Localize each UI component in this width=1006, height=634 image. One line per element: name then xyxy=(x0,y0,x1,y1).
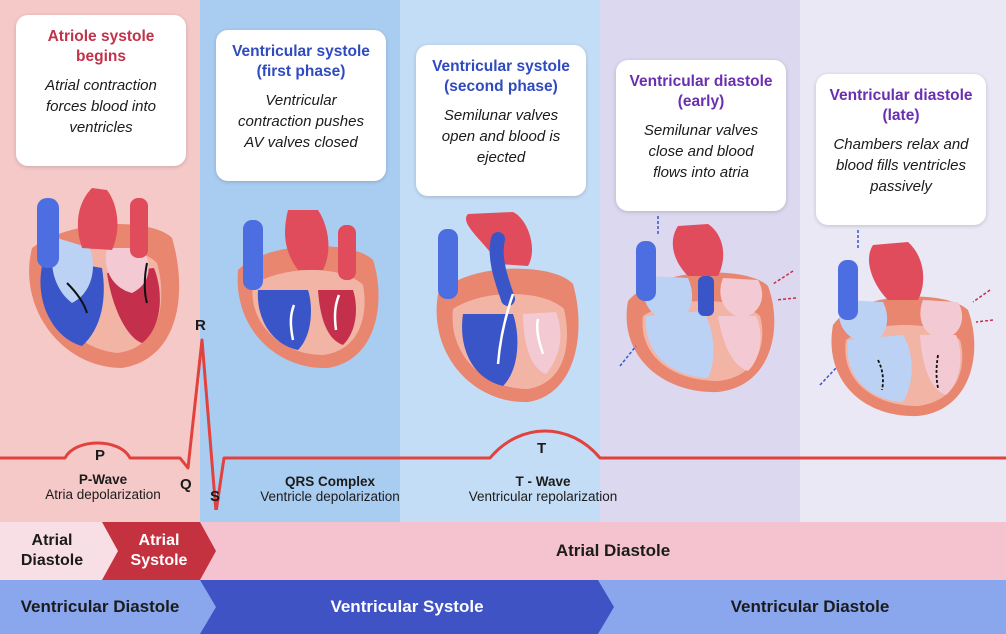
phase-description: Semilunar valves close and blood flows i… xyxy=(643,122,759,181)
phase-title: Atriole systole begins xyxy=(47,28,155,65)
ventricular-row-shapes xyxy=(0,580,1006,634)
q-label: Q xyxy=(180,476,192,493)
atrial-diastole-left: Atrial Diastole xyxy=(20,532,84,569)
p-wave-description: Atria depolarization xyxy=(45,487,161,502)
p-label: P xyxy=(95,447,106,464)
atrial-diastole-right: Atrial Diastole xyxy=(555,541,671,560)
ventricular-systole: Ventricular Systole xyxy=(330,597,484,616)
phase-title: Ventricular systole (first phase) xyxy=(232,43,370,80)
t-label: T xyxy=(537,440,547,457)
ventricular-diastole-right: Ventricular Diastole xyxy=(730,597,890,616)
p-wave-title: P-Wave xyxy=(78,472,128,487)
s-label: S xyxy=(210,488,221,505)
phase-description: Semilunar valves open and blood is eject… xyxy=(441,107,561,166)
heart-passive-filling-icon xyxy=(819,230,994,417)
phase-card-ventricular-systole-first: Ventricular systole (first phase) Ventri… xyxy=(216,30,386,181)
atrial-row-shapes xyxy=(0,522,1006,580)
heart-atria-filling-icon xyxy=(619,216,797,393)
heart-ventricular-contraction-icon xyxy=(237,210,379,369)
ecg-trace xyxy=(0,338,1006,510)
heart-blood-ejection-icon xyxy=(436,212,579,403)
phase-title: Ventricular diastole (late) xyxy=(829,87,973,124)
phase-card-atrial-systole: Atriole systole begins Atrial contractio… xyxy=(16,15,186,166)
ventricular-diastole-left: Ventricular Diastole xyxy=(20,597,180,616)
qrs-description: Ventricle depolarization xyxy=(260,489,400,504)
phase-description: Atrial contraction forces blood into ven… xyxy=(45,77,157,136)
r-label: R xyxy=(195,317,206,334)
heart-atrial-contraction-icon xyxy=(29,188,180,368)
t-wave-description: Ventricular repolarization xyxy=(468,489,618,504)
t-wave-title: T - Wave xyxy=(515,474,571,489)
atrial-systole: Atrial Systole xyxy=(130,532,188,569)
phase-card-ventricular-diastole-late: Ventricular diastole (late) Chambers rel… xyxy=(816,74,986,225)
phase-card-ventricular-diastole-early: Ventricular diastole (early) Semilunar v… xyxy=(616,60,786,211)
qrs-title: QRS Complex xyxy=(284,474,376,489)
phase-title: Ventricular systole (second phase) xyxy=(432,58,570,95)
phase-card-ventricular-systole-second: Ventricular systole (second phase) Semil… xyxy=(416,45,586,196)
phase-description: Ventricular contraction pushes AV valves… xyxy=(238,92,364,151)
phase-description: Chambers relax and blood fills ventricle… xyxy=(833,136,969,195)
phase-title: Ventricular diastole (early) xyxy=(629,73,773,110)
qrs-label: QRS Complex Ventricle depolarization xyxy=(245,474,415,504)
t-wave-label: T - Wave Ventricular repolarization xyxy=(458,474,628,504)
p-wave-label: P-Wave Atria depolarization xyxy=(18,472,188,502)
